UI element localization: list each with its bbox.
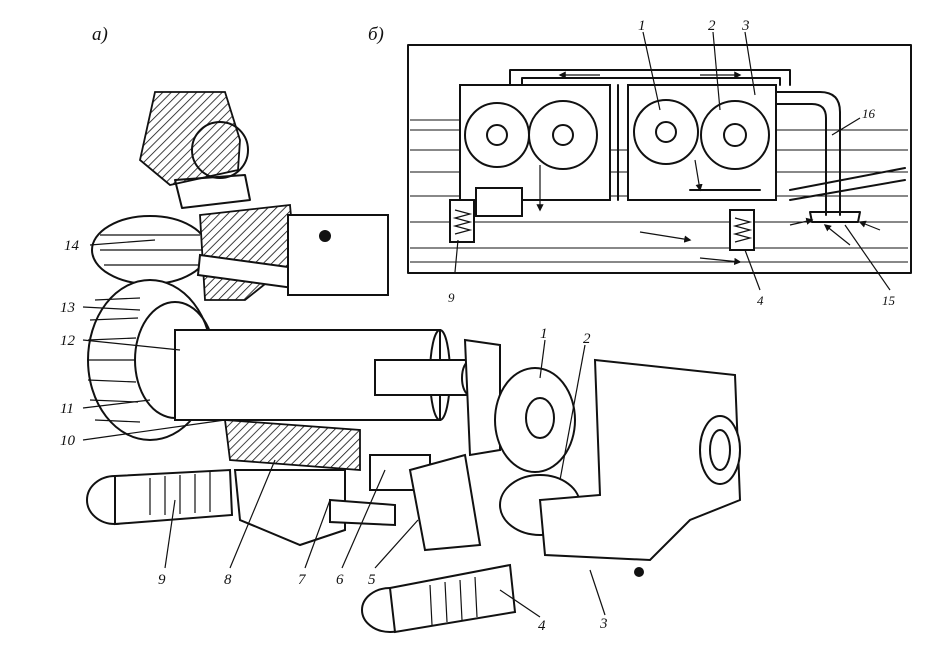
- valve-housing-9: [86, 468, 234, 526]
- gear-right-b: [700, 100, 770, 170]
- gear-1-exploded: [494, 367, 576, 473]
- callout-b-16: 16: [862, 106, 876, 121]
- callout-a-5: 5: [368, 572, 376, 588]
- callout-b-2: 2: [708, 18, 716, 34]
- callouts-b: 1 2 3 16 9 4 15: [448, 18, 896, 308]
- callout-a-12: 12: [60, 333, 76, 349]
- callout-a-1: 1: [540, 326, 548, 342]
- spiral-gear-14: [91, 215, 209, 285]
- callout-a-2: 2: [583, 331, 591, 347]
- callouts-a: 14 13 12 11 10 9 8 7 6 5 1 2 3 4: [60, 238, 608, 634]
- callout-a-11: 11: [60, 401, 74, 417]
- callout-b-15: 15: [882, 293, 896, 308]
- pump-housing-3: [538, 358, 742, 577]
- callout-a-6: 6: [336, 572, 344, 588]
- callout-a-14: 14: [64, 238, 80, 254]
- callout-b-1: 1: [638, 18, 646, 34]
- gear-left-a: [464, 102, 530, 168]
- callout-a-13: 13: [60, 300, 75, 316]
- callout-a-8: 8: [224, 572, 232, 588]
- callout-b-9: 9: [448, 290, 455, 305]
- callout-a-10: 10: [60, 433, 76, 449]
- callout-a-4: 4: [538, 618, 546, 634]
- panel-a-tag: а): [92, 24, 108, 45]
- flow-arrows: [536, 71, 881, 266]
- valve-4-exploded: [361, 563, 517, 634]
- main-shaft: [174, 329, 479, 421]
- callout-a-9: 9: [158, 572, 166, 588]
- callout-b-3: 3: [741, 18, 750, 34]
- schematic-panel: [407, 44, 912, 274]
- panel-b-tag: б): [368, 24, 384, 45]
- gear-left-b: [528, 100, 598, 170]
- callout-b-4: 4: [757, 293, 764, 308]
- cover-plate-5: [408, 338, 501, 552]
- callout-a-7: 7: [298, 572, 307, 588]
- gear-right-a: [633, 99, 699, 165]
- callout-a-3: 3: [599, 616, 608, 632]
- valve-4: [729, 209, 755, 251]
- valve-9: [449, 199, 475, 243]
- drive-gear-top: [139, 91, 251, 209]
- cutaway-assembly: [86, 91, 742, 634]
